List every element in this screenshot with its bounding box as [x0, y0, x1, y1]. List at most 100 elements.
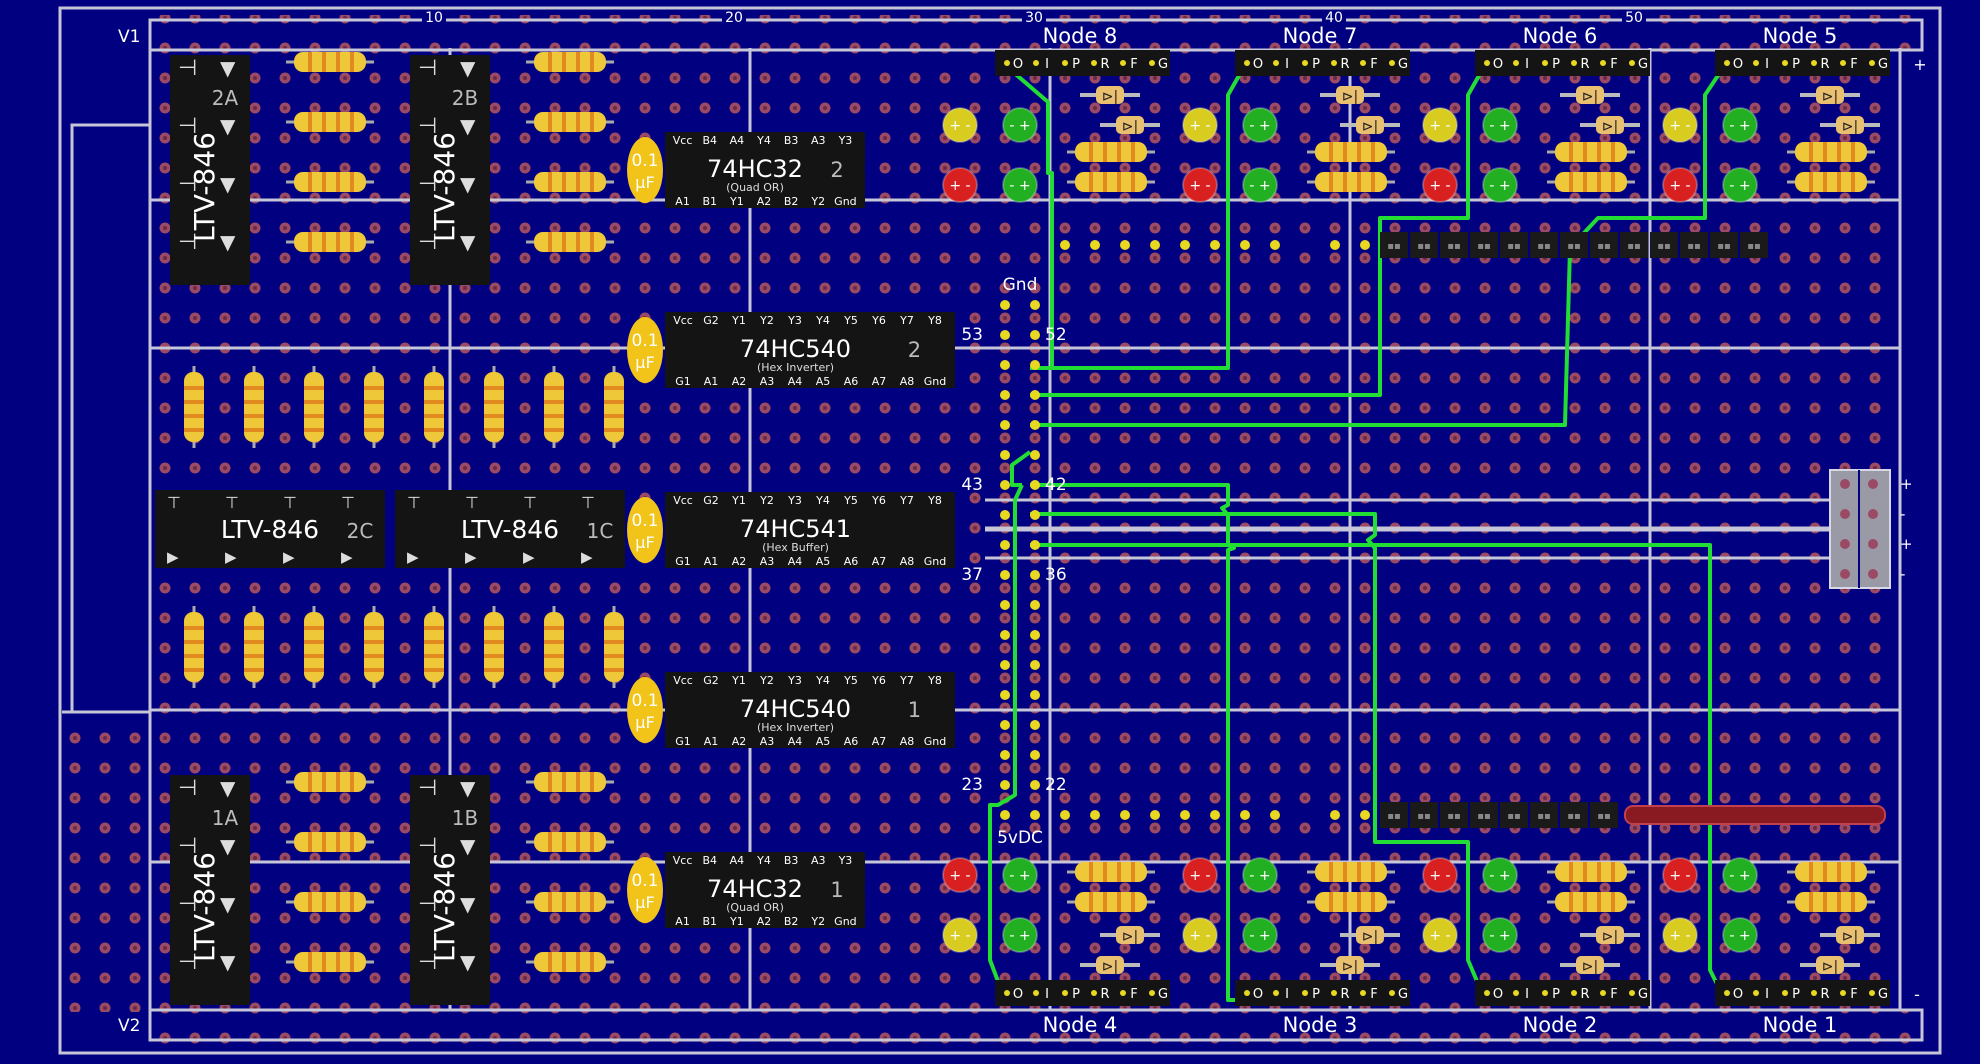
header-pin — [1030, 600, 1040, 610]
led-body — [1242, 857, 1278, 893]
resistor-band — [322, 232, 326, 252]
resistor-body — [1555, 862, 1627, 882]
node-header-body — [1475, 980, 1650, 1006]
resistor-body — [294, 952, 366, 972]
terminal-hole — [1840, 539, 1850, 549]
resistor-band — [576, 772, 580, 792]
resistor-band — [544, 668, 564, 672]
led-body — [1182, 917, 1218, 953]
opto-tag: 1A — [212, 806, 239, 830]
resistor-band — [1117, 862, 1121, 882]
node-header-pin — [1571, 60, 1577, 66]
capacitor: 0.1µF — [627, 857, 663, 923]
node-header-label: F — [1130, 57, 1137, 72]
node-header-pin — [1389, 60, 1395, 66]
resistor-band — [1371, 142, 1375, 162]
chip-pin-top: G2 — [703, 674, 719, 687]
resistor-band — [1357, 172, 1361, 192]
resistor — [1067, 142, 1155, 162]
resistor-band — [308, 172, 312, 192]
socket-holes: ▪▪ — [1567, 241, 1581, 252]
wire — [1030, 483, 1245, 1002]
node-header-pin — [1149, 60, 1155, 66]
diode-symbol: ▶ — [167, 548, 179, 566]
led: + - — [942, 917, 978, 953]
led-body — [1482, 167, 1518, 203]
column-number: 50 — [1625, 10, 1643, 26]
diode-symbol: ▶ — [341, 548, 353, 566]
diode-symbol: ▼ — [220, 892, 236, 916]
node-header-label: O — [1733, 987, 1743, 1002]
resistor-band — [1583, 142, 1587, 162]
led-polarity: - + — [1489, 928, 1510, 944]
led: - + — [1242, 107, 1278, 143]
node-header-label: F — [1610, 57, 1617, 72]
resistor-band — [244, 640, 264, 644]
chip-body — [665, 492, 955, 568]
terminal-hole — [1868, 509, 1878, 519]
node-header-pin — [1389, 990, 1395, 996]
node-header-pin — [1062, 990, 1068, 996]
resistor — [244, 366, 264, 448]
resistor-body — [1075, 862, 1147, 882]
resistor-band — [244, 654, 264, 658]
resistor — [304, 606, 324, 688]
header-pin — [1030, 420, 1040, 430]
socket — [1560, 232, 1588, 258]
resistor-band — [590, 112, 594, 132]
led: + - — [1662, 107, 1698, 143]
header-pin — [1210, 240, 1220, 250]
column-number-bg — [722, 10, 746, 24]
led-polarity: + - — [1429, 118, 1450, 134]
led-body — [1482, 917, 1518, 953]
chip-pin-top: Y2 — [759, 314, 774, 327]
socket — [1410, 232, 1438, 258]
diode-symbol: ▼ — [460, 56, 476, 80]
header-pin — [1030, 510, 1040, 520]
node-header-label: P — [1312, 57, 1320, 72]
corner-plus: + — [1913, 55, 1926, 74]
terminal-mark: + — [1900, 475, 1913, 493]
resistor-body — [1075, 142, 1147, 162]
capacitor-body — [627, 497, 663, 563]
led-polarity: - + — [1729, 178, 1750, 194]
led: + - — [1422, 917, 1458, 953]
socket-holes: ▪▪ — [1477, 241, 1491, 252]
resistor-body — [294, 772, 366, 792]
chip-pin-bottom: A7 — [872, 555, 887, 568]
node-header-label: G — [1398, 57, 1408, 72]
chip-pin-bottom: A1 — [675, 915, 690, 928]
resistor-body — [1315, 172, 1387, 192]
resistor-band — [1583, 172, 1587, 192]
resistor — [286, 232, 374, 252]
capacitor-value: 0.1 — [631, 511, 658, 531]
resistor — [526, 112, 614, 132]
chip-pin-top: Y3 — [838, 134, 853, 147]
transistor-symbol: ⊤ — [523, 493, 537, 512]
node-header-label: G — [1878, 57, 1888, 72]
terminal-hole — [1868, 479, 1878, 489]
socket — [1380, 802, 1408, 828]
resistor-band — [1823, 172, 1827, 192]
resistor-body — [294, 892, 366, 912]
resistor-band — [184, 640, 204, 644]
diode-symbol: ▼ — [220, 230, 236, 254]
resistor-body — [1555, 142, 1627, 162]
chip-pin-bottom: A7 — [872, 375, 887, 388]
diode-mark: ⊳| — [1122, 929, 1138, 945]
node-header-pin — [1033, 990, 1039, 996]
resistor-body — [534, 832, 606, 852]
led-body — [1722, 167, 1758, 203]
diode-symbol: ▼ — [220, 950, 236, 974]
diode-symbol: ▼ — [460, 230, 476, 254]
chip-pin-bottom: A6 — [844, 735, 859, 748]
transistor-symbol: ⊤ — [465, 493, 479, 512]
node-header-pin — [1840, 60, 1846, 66]
transistor-symbol: ⊣ — [418, 776, 437, 801]
chip-name: 74HC540 — [740, 695, 851, 723]
